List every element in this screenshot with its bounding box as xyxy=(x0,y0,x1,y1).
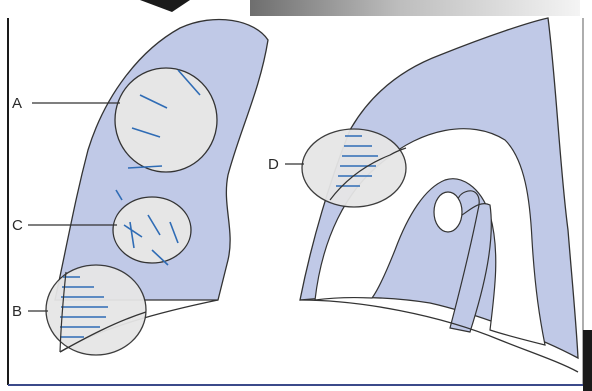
zone-c-circle xyxy=(113,197,191,263)
hook-oval xyxy=(434,192,462,232)
top-gradient-bar xyxy=(250,0,580,16)
zone-a-circle xyxy=(115,68,217,172)
label-c: C xyxy=(12,217,23,234)
label-a: A xyxy=(12,95,22,112)
bottom-right-edge xyxy=(583,330,592,391)
zone-d-circle xyxy=(302,129,406,207)
label-d: D xyxy=(268,156,279,173)
top-arrow-fragment xyxy=(140,0,190,12)
label-b: B xyxy=(12,303,22,320)
